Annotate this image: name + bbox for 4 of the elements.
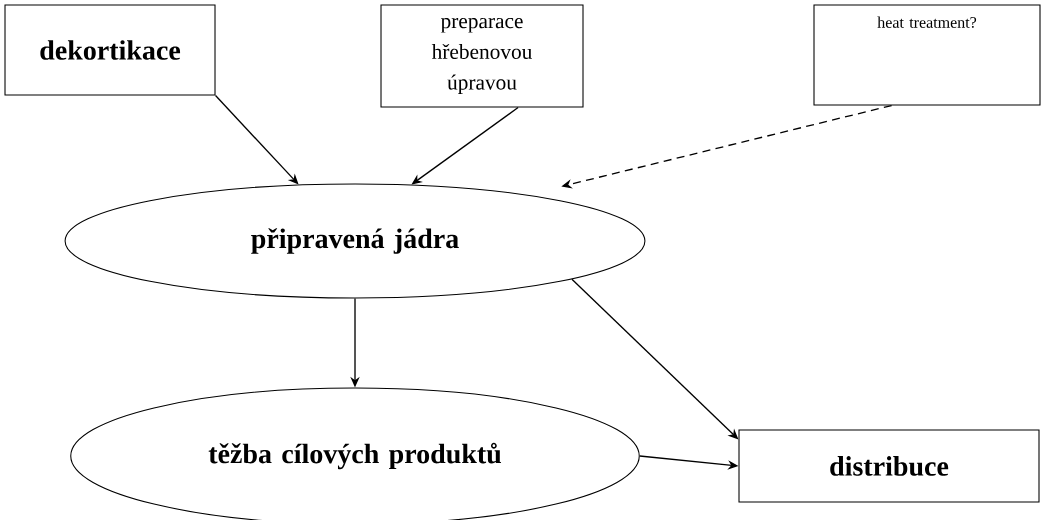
process-box: distribuce [738, 429, 1040, 503]
process-box: heat treatment? [813, 4, 1041, 106]
process-box: preparace hřebenovou úpravou [380, 4, 584, 108]
process-box: dekortikace [4, 4, 216, 96]
